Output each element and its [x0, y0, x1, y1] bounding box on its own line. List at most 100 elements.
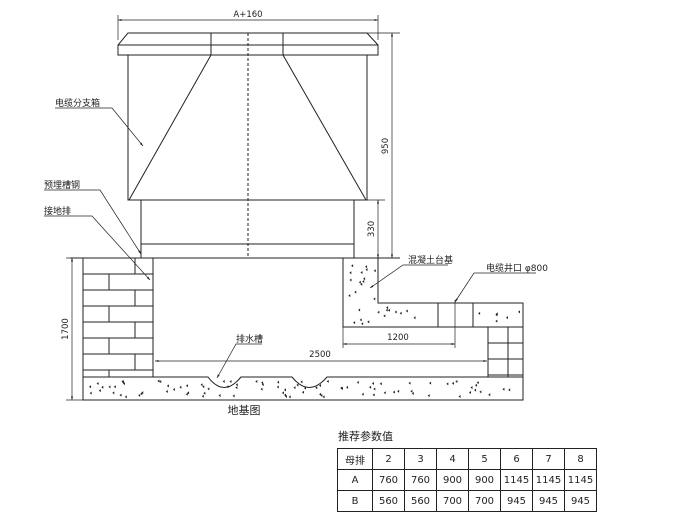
- speckle: [478, 311, 481, 315]
- speckle: [399, 311, 402, 315]
- speckle: [367, 320, 370, 324]
- speckle: [284, 393, 287, 397]
- speckle: [354, 290, 357, 294]
- speckle: [276, 385, 279, 389]
- speckle: [474, 388, 477, 392]
- leader-lines: [44, 107, 536, 379]
- speckle: [387, 308, 390, 312]
- speckle: [261, 383, 264, 387]
- speckle: [383, 314, 386, 318]
- speckle: [356, 380, 359, 384]
- label-channel-steel: 预埋槽钢: [44, 179, 80, 191]
- speckle: [98, 389, 101, 393]
- dim-platform-width: 1200: [387, 333, 409, 343]
- speckle: [410, 389, 413, 393]
- speckle: [455, 379, 458, 383]
- table-cell: B: [337, 490, 373, 512]
- speckle: [301, 390, 304, 394]
- speckle: [495, 319, 498, 323]
- dim-pit-depth: 1700: [61, 318, 71, 340]
- speckle: [121, 380, 124, 384]
- speckle: [300, 380, 303, 384]
- speckle: [159, 380, 162, 384]
- speckle: [373, 387, 376, 391]
- speckle: [119, 393, 122, 397]
- speckle: [185, 384, 188, 388]
- speckle: [203, 391, 206, 395]
- speckle: [363, 277, 366, 281]
- speckle: [284, 388, 287, 392]
- speckle: [200, 383, 203, 387]
- header-cell: 6: [500, 448, 533, 470]
- dim-box-height: 950: [381, 138, 391, 154]
- speckle: [229, 379, 232, 383]
- table-cell: 945: [500, 490, 533, 512]
- dim-width-top: A+160: [233, 10, 262, 20]
- speckle: [277, 380, 280, 384]
- speckle: [348, 294, 351, 298]
- table-cell: 760: [372, 469, 405, 491]
- speckle: [96, 381, 99, 385]
- speckle: [185, 392, 188, 396]
- speckle: [361, 392, 364, 396]
- speckle: [235, 383, 238, 387]
- speckle: [358, 280, 361, 284]
- speckle: [479, 390, 482, 394]
- concrete-base-block: [342, 257, 524, 328]
- speckle: [187, 391, 190, 395]
- speckle: [303, 386, 306, 390]
- speckle: [165, 390, 168, 394]
- speckle: [179, 385, 182, 389]
- speckle: [89, 391, 92, 395]
- table-cell: 945: [532, 490, 565, 512]
- table-title: 推荐参数值: [338, 430, 393, 443]
- speckle: [505, 316, 508, 320]
- header-cell: 7: [532, 448, 565, 470]
- speckle: [89, 385, 92, 389]
- speckle: [296, 383, 299, 387]
- speckle: [340, 387, 343, 391]
- speckle: [122, 382, 125, 386]
- label-ground-bar: 接地排: [44, 205, 71, 217]
- speckle: [413, 316, 416, 320]
- speckle: [379, 382, 382, 386]
- drawing-title: 地基图: [228, 404, 261, 417]
- speckle: [451, 381, 454, 385]
- speckle: [358, 308, 361, 312]
- speckle: [502, 387, 505, 391]
- speckle: [349, 278, 352, 282]
- speckle: [346, 385, 349, 389]
- speckle: [446, 382, 449, 386]
- header-cell: 母排: [337, 448, 373, 470]
- speckle: [261, 381, 264, 385]
- concrete-speckles: [89, 264, 521, 399]
- label-concrete-base: 混凝土台基: [408, 254, 453, 266]
- speckle: [385, 308, 388, 312]
- floor-slab: [82, 376, 524, 401]
- table-cell: 560: [372, 490, 405, 512]
- speckle: [377, 310, 380, 314]
- dim-base-height: 330: [367, 221, 377, 237]
- speckle: [235, 386, 238, 390]
- right-brick-wall: [487, 326, 524, 378]
- speckle: [232, 394, 235, 398]
- speckle: [255, 380, 258, 384]
- speckle: [202, 385, 205, 389]
- speckle: [386, 306, 389, 310]
- speckle: [138, 393, 141, 397]
- speckle: [488, 393, 491, 397]
- table-cell: 560: [404, 490, 437, 512]
- table-cell: A: [337, 469, 373, 491]
- speckle: [281, 391, 284, 395]
- speckle: [320, 393, 323, 397]
- wall-outline: [487, 326, 524, 378]
- speckle: [218, 394, 221, 398]
- table-cell: 1145: [500, 469, 533, 491]
- speckle: [394, 310, 397, 314]
- speckle: [369, 385, 372, 389]
- speckle: [326, 379, 329, 383]
